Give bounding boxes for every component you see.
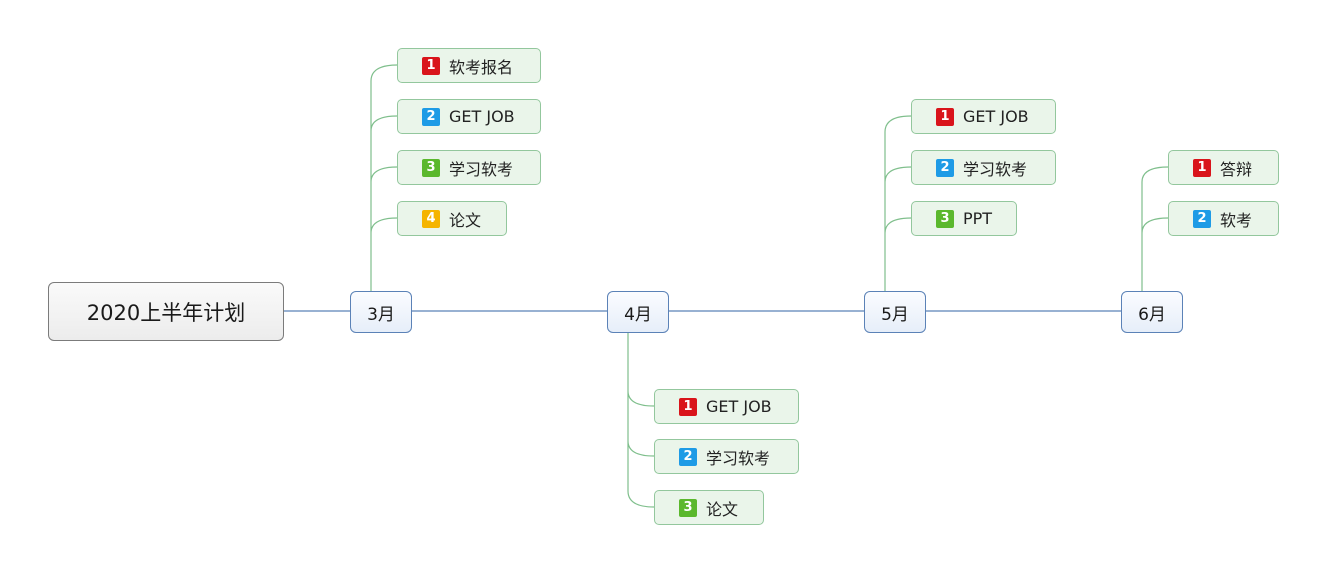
priority-3-icon: 3 xyxy=(679,498,697,517)
task-node[interactable]: 1 GET JOB xyxy=(654,389,799,424)
task-node[interactable]: 2 GET JOB xyxy=(397,99,541,134)
priority-2-icon: 2 xyxy=(679,447,697,466)
task-node[interactable]: 1 答辩 xyxy=(1168,150,1279,185)
task-node[interactable]: 1 软考报名 xyxy=(397,48,541,83)
central-topic-label: 2020上半年计划 xyxy=(86,300,246,325)
month-label: 3月 xyxy=(367,304,395,325)
task-label: 软考报名 xyxy=(449,57,514,77)
task-node[interactable]: 4 论文 xyxy=(397,201,507,236)
branch-5m xyxy=(884,115,912,291)
task-label: GET JOB xyxy=(706,397,772,416)
task-node[interactable]: 1 GET JOB xyxy=(911,99,1056,134)
task-node[interactable]: 2 软考 xyxy=(1168,201,1279,236)
priority-2-icon: 2 xyxy=(936,158,954,177)
priority-3-icon: 3 xyxy=(422,158,440,177)
month-node-4[interactable]: 4月 xyxy=(607,291,669,333)
priority-2-icon: 2 xyxy=(422,107,440,126)
task-label: 学习软考 xyxy=(706,448,771,468)
task-label: 论文 xyxy=(706,499,739,519)
task-label: 答辩 xyxy=(1220,159,1253,179)
priority-1-icon: 1 xyxy=(1193,158,1211,177)
task-label: 学习软考 xyxy=(449,159,514,179)
task-node[interactable]: 2 学习软考 xyxy=(654,439,799,474)
month-node-5[interactable]: 5月 xyxy=(864,291,926,333)
task-node[interactable]: 3 学习软考 xyxy=(397,150,541,185)
priority-1-icon: 1 xyxy=(422,56,440,75)
priority-3-icon: 3 xyxy=(936,209,954,228)
branch-6m xyxy=(1141,166,1169,291)
priority-1-icon: 1 xyxy=(936,107,954,126)
task-node[interactable]: 3 PPT xyxy=(911,201,1017,236)
priority-4-icon: 4 xyxy=(422,209,440,228)
month-label: 4月 xyxy=(624,304,652,325)
month-node-3[interactable]: 3月 xyxy=(350,291,412,333)
priority-1-icon: 1 xyxy=(679,397,697,416)
central-topic[interactable]: 2020上半年计划 xyxy=(48,282,284,341)
task-label: 软考 xyxy=(1220,210,1253,230)
month-label: 6月 xyxy=(1138,304,1166,325)
task-label: GET JOB xyxy=(449,107,515,126)
task-label: 学习软考 xyxy=(963,159,1028,179)
priority-2-icon: 2 xyxy=(1193,209,1211,228)
task-label: PPT xyxy=(963,209,993,228)
task-node[interactable]: 3 论文 xyxy=(654,490,764,525)
task-label: GET JOB xyxy=(963,107,1029,126)
branch-4m xyxy=(627,333,655,508)
month-node-6[interactable]: 6月 xyxy=(1121,291,1183,333)
branch-3m xyxy=(370,64,398,291)
month-label: 5月 xyxy=(881,304,909,325)
task-label: 论文 xyxy=(449,210,482,230)
task-node[interactable]: 2 学习软考 xyxy=(911,150,1056,185)
